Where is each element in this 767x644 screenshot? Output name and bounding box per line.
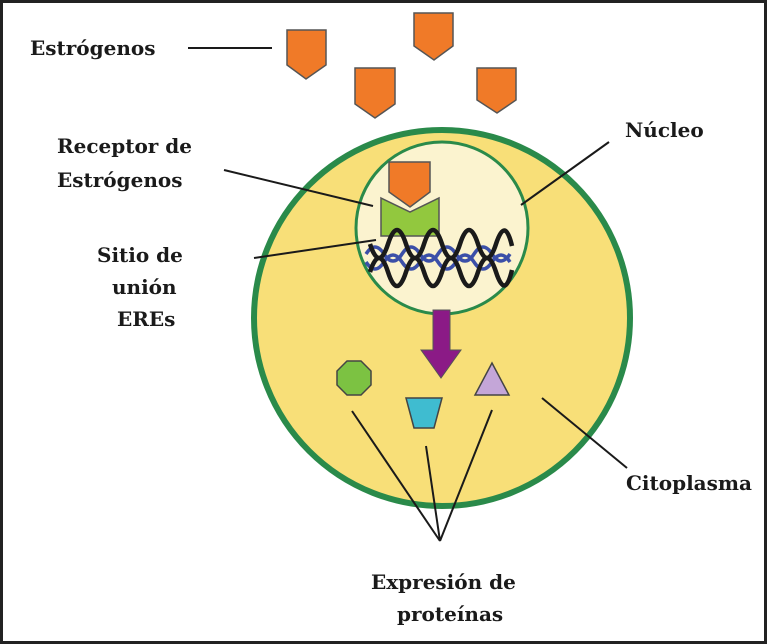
dna-strand-dark <box>367 227 515 261</box>
leader-lines <box>188 47 628 542</box>
estrogen-molecule <box>286 29 327 80</box>
leader-nucleus <box>520 141 610 206</box>
leader-protein-trapezoid <box>425 445 441 542</box>
dna-strand-dark <box>367 255 515 289</box>
dna-strand-blue <box>364 253 512 271</box>
label-binding-line2: unión <box>112 275 177 299</box>
leader-protein-triangle <box>439 409 493 542</box>
protein-triangle <box>473 361 511 396</box>
label-expression-line2: proteínas <box>397 602 504 626</box>
estrogen-molecule <box>354 67 396 119</box>
label-estrogens: Estrógenos <box>30 36 156 60</box>
estrogen-molecule <box>413 12 454 61</box>
label-binding-line3: EREs <box>117 307 176 331</box>
leader-cytoplasm <box>541 397 628 469</box>
label-receptor-line1: Receptor de <box>57 134 193 158</box>
estrogen-receptor <box>380 196 440 237</box>
label-binding-line1: Sitio de <box>97 243 183 267</box>
leader-binding-site <box>253 239 377 259</box>
label-expression-line1: Expresión de <box>371 570 516 594</box>
dna-strand-blue <box>364 245 512 263</box>
protein-octagon <box>336 360 372 396</box>
dna-helix <box>364 227 515 289</box>
expression-arrow <box>420 309 462 379</box>
protein-trapezoid <box>405 397 443 429</box>
label-nucleus: Núcleo <box>625 118 704 142</box>
estrogen-molecule <box>476 67 517 114</box>
label-receptor-line2: Estrógenos <box>57 168 183 192</box>
label-cytoplasm: Citoplasma <box>626 471 753 495</box>
bound-estrogen <box>388 161 431 208</box>
leader-protein-octagon <box>351 410 441 542</box>
leader-receptor <box>223 169 374 207</box>
